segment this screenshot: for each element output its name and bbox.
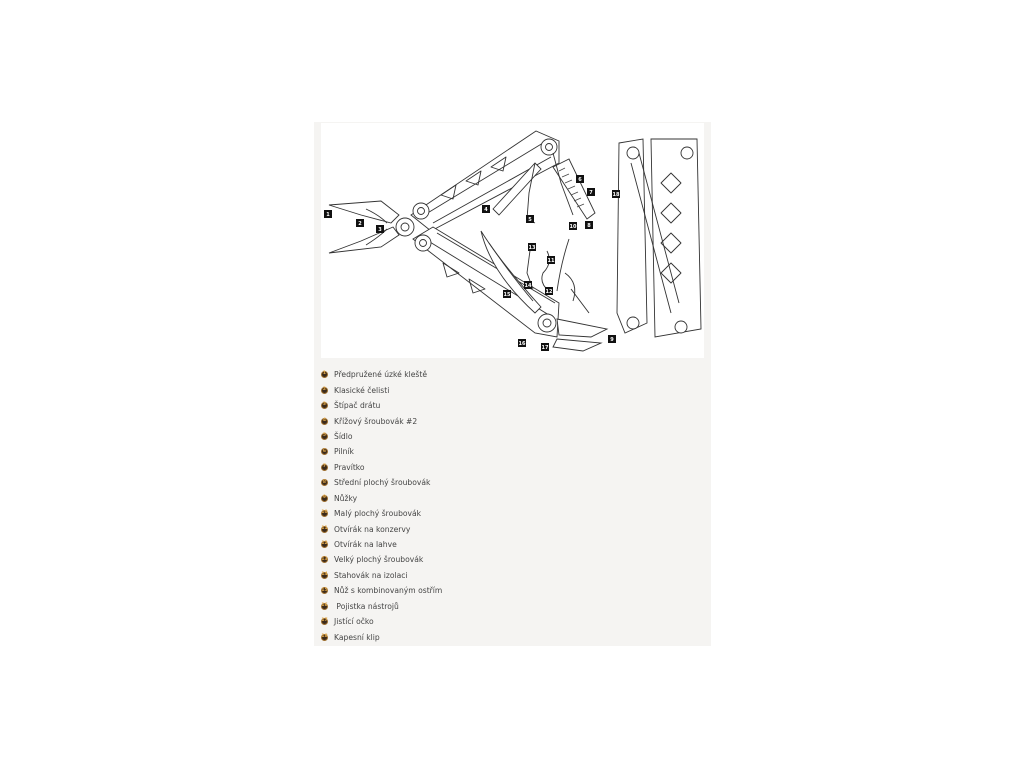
- legend-label: Nůžky: [334, 493, 358, 503]
- legend-item: 1 Předpružené úzké kleště: [321, 367, 442, 382]
- legend-item: 18 Kapesní klip: [321, 629, 442, 644]
- callout-label: 17: [542, 345, 549, 351]
- legend-number-badge: 8: [321, 479, 328, 487]
- legend-number-badge: 4: [321, 417, 328, 425]
- legend-number-badge: 17: [321, 618, 328, 626]
- legend-item: 17 Jistící očko: [321, 614, 442, 629]
- callout-label: 8: [587, 223, 591, 229]
- legend-item: 15 Nůž s kombinovaným ostřím: [321, 583, 442, 598]
- legend-number-badge: 11: [321, 525, 328, 533]
- callout-tag: 17: [541, 343, 549, 351]
- legend-label: Šídlo: [334, 431, 353, 441]
- legend-label: Klasické čelisti: [334, 385, 390, 395]
- callout-label: 11: [548, 258, 555, 264]
- callout-label: 5: [528, 217, 532, 223]
- legend-number-badge: 15: [321, 587, 328, 595]
- legend-label: Kapesní klip: [334, 632, 380, 642]
- callout-tag: 16: [518, 339, 526, 347]
- legend-item: 13 Velký plochý šroubovák: [321, 552, 442, 567]
- legend-item: 12 Otvírák na lahve: [321, 537, 442, 552]
- legend-number-badge: 3: [321, 402, 328, 410]
- upper-handle-drawing: [410, 130, 560, 232]
- legend-item: 6 Pilník: [321, 444, 442, 459]
- legend-item: 11 Otvírák na konzervy: [321, 521, 442, 536]
- callout-tag: 14: [524, 281, 532, 289]
- legend-label: Velký plochý šroubovák: [334, 555, 424, 565]
- legend-item: 2 Klasické čelisti: [321, 382, 442, 397]
- callout-label: 10: [570, 224, 577, 230]
- legend-label: Otvírák na lahve: [334, 540, 397, 550]
- callout-tag: 11: [547, 256, 555, 264]
- callout-label: 13: [529, 245, 536, 251]
- callout-tag: 15: [503, 290, 511, 298]
- callout-tag: 12: [545, 287, 553, 295]
- callout-tag: 6: [576, 175, 584, 183]
- callout-tag: 5: [526, 215, 534, 223]
- multitool-drawing: 1 2 3 4 5 6 7 8 9 10 11: [324, 130, 702, 352]
- legend-number-badge: 1: [321, 371, 328, 379]
- legend-label: Pravítko: [334, 462, 365, 472]
- legend-item: 16 Pojistka nástrojů: [321, 599, 442, 614]
- callout-label: 6: [578, 177, 582, 183]
- callout-tag: 4: [482, 205, 490, 213]
- callout-label: 9: [610, 337, 614, 343]
- tool-legend: 1 Předpružené úzké kleště 2 Klasické čelis…: [321, 367, 442, 645]
- callout-tag: 13: [528, 243, 536, 251]
- callout-label: 16: [519, 341, 526, 347]
- callout-tag: 2: [356, 219, 364, 227]
- legend-item: 4 Křížový šroubovák #2: [321, 413, 442, 428]
- legend-number-badge: 12: [321, 541, 328, 549]
- callout-tag: 1: [324, 210, 332, 218]
- callout-label: 7: [589, 190, 593, 196]
- legend-label: Štípač drátu: [334, 401, 381, 411]
- legend-item: 9 Nůžky: [321, 491, 442, 506]
- callout-label: 18: [613, 192, 620, 198]
- legend-label: Křížový šroubovák #2: [334, 416, 418, 426]
- legend-label: Pojistka nástrojů: [334, 601, 399, 611]
- closed-tool-drawing: [616, 138, 702, 338]
- legend-item: 14 Stahovák na izolaci: [321, 568, 442, 583]
- callout-label: 14: [525, 283, 532, 289]
- legend-label: Otvírák na konzervy: [334, 524, 411, 534]
- legend-label: Předpružené úzké kleště: [334, 370, 428, 380]
- callout-label: 1: [326, 212, 330, 218]
- callout-tag: 10: [569, 222, 577, 230]
- legend-number-badge: 5: [321, 432, 328, 440]
- legend-number-badge: 6: [321, 448, 328, 456]
- legend-number-badge: 2: [321, 386, 328, 394]
- callout-label: 4: [484, 207, 488, 213]
- legend-item: 5 Šídlo: [321, 429, 442, 444]
- legend-label: Střední plochý šroubovák: [334, 478, 431, 488]
- legend-number-badge: 14: [321, 571, 328, 579]
- legend-number-badge: 10: [321, 510, 328, 518]
- multitool-diagram: 1 2 3 4 5 6 7 8 9 10 11: [321, 123, 704, 358]
- legend-number-badge: 9: [321, 494, 328, 502]
- legend-item: 7 Pravítko: [321, 460, 442, 475]
- legend-item: 3 Štípač drátu: [321, 398, 442, 413]
- legend-label: Nůž s kombinovaným ostřím: [334, 586, 443, 596]
- callout-label: 15: [504, 292, 511, 298]
- legend-number-badge: 13: [321, 556, 328, 564]
- legend-number-badge: 7: [321, 463, 328, 471]
- callout-label: 3: [378, 227, 382, 233]
- callout-tag: 8: [585, 221, 593, 229]
- legend-label: Jistící očko: [334, 617, 374, 627]
- callout-tag: 7: [587, 188, 595, 196]
- callout-tag: 18: [612, 190, 620, 198]
- legend-item: 8 Střední plochý šroubovák: [321, 475, 442, 490]
- callout-label: 12: [546, 289, 553, 295]
- legend-label: Malý plochý šroubovák: [334, 509, 422, 519]
- callout-label: 2: [358, 221, 362, 227]
- legend-item: 10 Malý plochý šroubovák: [321, 506, 442, 521]
- legend-number-badge: 16: [321, 602, 328, 610]
- callout-tag: 9: [608, 335, 616, 343]
- legend-label: Stahovák na izolaci: [334, 570, 408, 580]
- legend-label: Pilník: [334, 447, 354, 457]
- legend-number-badge: 18: [321, 633, 328, 641]
- callout-tag: 3: [376, 225, 384, 233]
- pliers-jaws-drawing: [328, 200, 415, 254]
